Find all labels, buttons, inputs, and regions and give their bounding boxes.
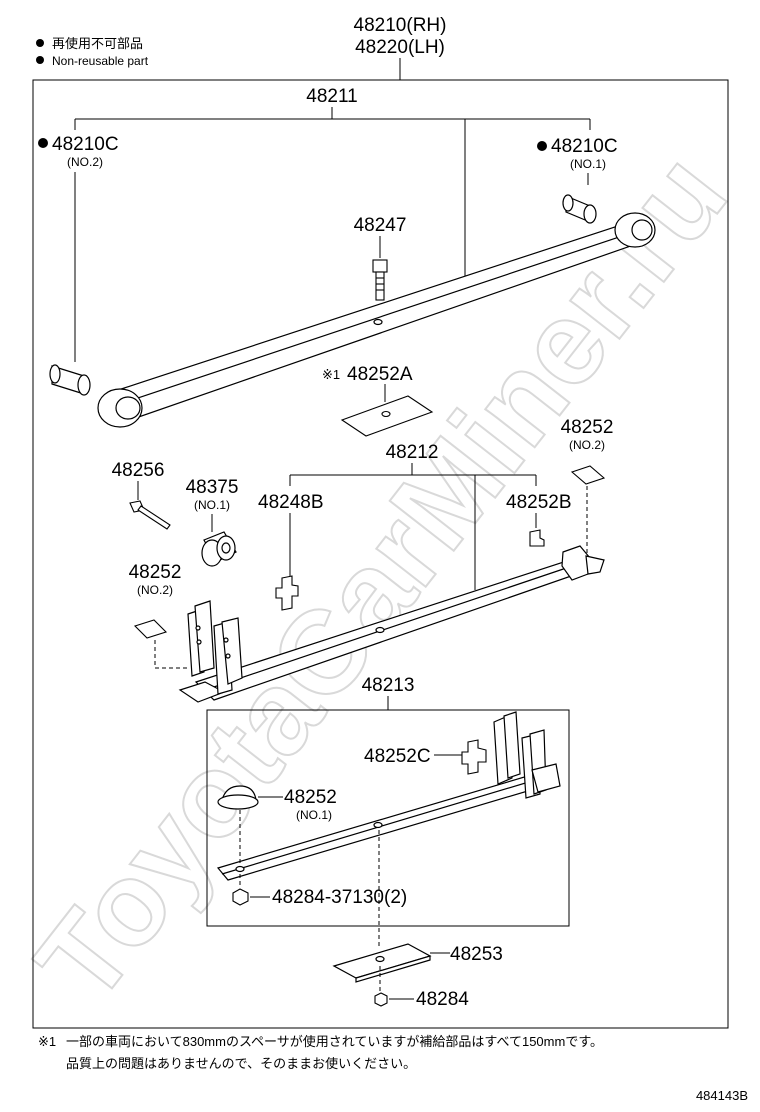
label-48210c-no2-sub: (NO.2) <box>67 155 103 169</box>
label-48252-left: 48252 <box>129 562 182 583</box>
leaf-48213 <box>216 711 561 881</box>
non-reusable-dot-icon <box>36 39 44 47</box>
label-48252c: 48252C <box>364 746 431 767</box>
label-48252-mid: 48252 <box>284 787 337 808</box>
part-number-lh: 48220(LH) <box>355 37 445 58</box>
label-48256: 48256 <box>112 460 165 481</box>
subassembly-48213-frame <box>206 709 570 927</box>
leaf-48212 <box>178 545 605 703</box>
label-48252b: 48252B <box>506 492 572 513</box>
center-bolt <box>372 259 388 301</box>
label-48284-37130: 48284-37130(2) <box>272 887 407 908</box>
non-reusable-dot-icon <box>38 138 48 148</box>
label-48252a: 48252A <box>347 364 413 385</box>
label-48252-top-sub: (NO.2) <box>569 438 605 452</box>
footnote-line-1: 一部の車両において830mmのスペーサが使用されていますが補給部品はすべて150… <box>66 1034 603 1049</box>
bushing-48375 <box>201 531 237 567</box>
bushing-no1 <box>562 194 597 224</box>
label-48212: 48212 <box>386 442 439 463</box>
non-reusable-dot-icon <box>537 141 547 151</box>
bolt-48256 <box>129 500 171 530</box>
part-number-rh: 48210(RH) <box>354 15 447 36</box>
label-48375-sub: (NO.1) <box>194 498 230 512</box>
label-48210c-no1-sub: (NO.1) <box>570 157 606 171</box>
nut-48284 <box>374 992 388 1007</box>
label-48252-mid-sub: (NO.1) <box>296 808 332 822</box>
label-48213: 48213 <box>362 675 415 696</box>
label-48252-top: 48252 <box>561 417 614 438</box>
clip-48252c <box>461 739 487 775</box>
diagram-id: 484143B <box>696 1088 748 1103</box>
pad-48252-no2-rear <box>570 465 606 485</box>
pad-48252-no2-front <box>133 619 168 639</box>
label-48252-left-sub: (NO.2) <box>137 583 173 597</box>
spacer-48252a <box>340 395 434 437</box>
label-48247: 48247 <box>354 215 407 236</box>
non-reusable-dot-icon <box>36 56 44 64</box>
legend-japanese: 再使用不可部品 <box>52 36 143 51</box>
bumper-48252-no1 <box>217 785 259 810</box>
label-48210c-no1: 48210C <box>551 136 618 157</box>
plate-48253 <box>332 943 432 983</box>
label-48375: 48375 <box>186 477 239 498</box>
label-48210c-no2: 48210C <box>52 134 119 155</box>
bushing-no2 <box>49 364 91 396</box>
clip-48248b <box>275 575 299 611</box>
assembly-frame <box>32 79 729 1029</box>
legend-english: Non-reusable part <box>52 54 149 68</box>
label-48284: 48284 <box>416 989 469 1010</box>
label-48253: 48253 <box>450 944 503 965</box>
label-48211: 48211 <box>306 86 357 107</box>
footnote-line-2: 品質上の問題はありませんので、そのままお使いください。 <box>66 1056 416 1071</box>
label-48248b: 48248B <box>258 492 324 513</box>
clip-48252b <box>529 529 545 547</box>
note-mark-1: ※1 <box>322 367 340 382</box>
footnote-mark: ※1 <box>38 1034 56 1049</box>
main-leaf-48211 <box>97 212 656 428</box>
nut-48284-37130 <box>232 888 249 906</box>
